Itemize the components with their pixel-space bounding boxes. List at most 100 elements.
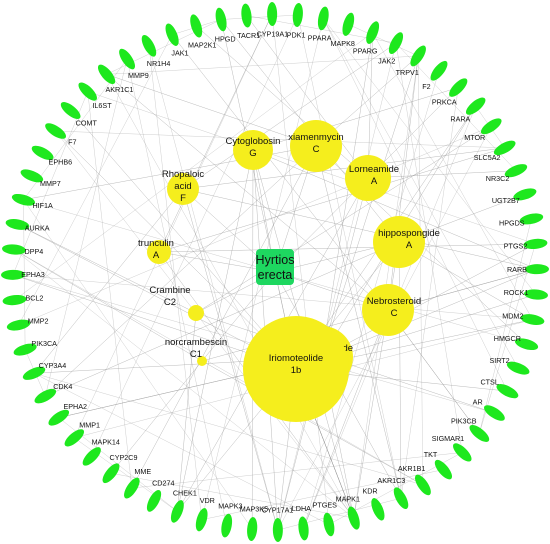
target-node-shape — [514, 338, 539, 351]
target-node-shape — [170, 500, 184, 523]
target-node-shape — [146, 489, 162, 512]
target-node-nr3c2: NR3C2 — [486, 164, 528, 183]
target-node-shape — [97, 64, 116, 85]
target-node-pparg: PPARG — [353, 21, 380, 56]
edge-line — [252, 149, 538, 270]
target-node-mapk1: MAPK1 — [336, 494, 360, 530]
target-node-shape — [190, 14, 203, 38]
edge-line — [45, 59, 128, 397]
compound-label-line: Iriomoteolide — [269, 353, 323, 364]
target-node-shape — [241, 3, 252, 28]
target-node-mapk3: MAPK3 — [218, 501, 243, 538]
target-node-tkt: TKT — [424, 450, 453, 480]
target-label: PRKCA — [432, 97, 457, 106]
target-node-shape — [524, 289, 548, 300]
target-node-shape — [317, 6, 329, 31]
compound-label-line: 1b — [291, 365, 302, 376]
edge-line — [158, 243, 536, 253]
edge-line — [158, 147, 505, 253]
edge-line — [387, 55, 419, 311]
target-label: RARA — [450, 115, 470, 124]
edge-line — [400, 87, 459, 499]
target-node-akr1c1: AKR1C1 — [97, 64, 133, 94]
target-label: PDK1 — [287, 30, 306, 39]
target-node-nr1h4: NR1H4 — [141, 35, 170, 68]
edge-line — [91, 14, 299, 457]
edge-line — [201, 271, 276, 362]
compound-label-line: F — [180, 193, 186, 204]
target-label: MAPK8 — [331, 39, 355, 48]
target-label: CD274 — [152, 479, 174, 488]
target-node-akr1b1: AKR1B1 — [398, 464, 431, 496]
target-label: DPP4 — [25, 247, 44, 256]
target-node-hpgd: HPGD — [215, 7, 236, 44]
edge-line — [323, 18, 519, 369]
target-node-cd274: CD274 — [146, 479, 174, 512]
edge-line — [182, 147, 505, 190]
target-node-dpp4: DPP4 — [2, 244, 44, 256]
target-label: MMP1 — [79, 420, 100, 429]
edge-line — [18, 126, 492, 326]
target-node-shape — [504, 164, 528, 178]
target-label: COMT — [76, 119, 98, 128]
target-node-pik3cb: PIK3CB — [451, 416, 490, 442]
target-node-shape — [342, 12, 355, 36]
edge-line — [177, 312, 197, 512]
edge-line — [106, 74, 389, 311]
target-node-shape — [165, 23, 179, 46]
edge-line — [201, 360, 424, 486]
target-label: AKR1B1 — [398, 464, 426, 473]
edge-line — [131, 452, 463, 489]
target-node-shape — [2, 294, 27, 306]
target-node-ptgs2: PTGS2 — [504, 238, 548, 251]
target-label: CYP2C9 — [110, 453, 138, 462]
compound-label-line: A — [371, 176, 378, 187]
target-label: MMP2 — [28, 316, 49, 325]
target-node-hif1a: HIF1A — [11, 193, 53, 210]
edge-line — [33, 373, 330, 525]
compound-label-line: A — [406, 240, 413, 251]
target-node-cdk4: CDK4 — [34, 382, 72, 404]
edge-line — [55, 130, 354, 519]
edge-line — [171, 34, 389, 311]
circle-node-icon — [197, 356, 207, 366]
target-node-aurka: AURKA — [5, 219, 50, 233]
target-node-il6st: IL6ST — [78, 82, 112, 110]
target-node-shape — [31, 145, 54, 160]
target-label: EPHB6 — [49, 158, 73, 167]
target-node-shape — [430, 60, 448, 81]
target-label: SIRT2 — [489, 356, 509, 365]
edge-line — [367, 32, 373, 179]
target-label: EPHA3 — [21, 270, 45, 279]
edge-line — [303, 309, 389, 529]
target-node-shape — [195, 508, 208, 532]
target-node-shape — [414, 474, 431, 496]
center-label-line-2: erecta — [258, 268, 293, 282]
target-label: MAP3K5 — [240, 505, 268, 514]
target-label: PIK3CB — [451, 416, 477, 425]
circle-node-icon — [147, 240, 171, 264]
target-label: MMP7 — [40, 179, 61, 188]
target-node-mapk14: MAPK14 — [82, 438, 120, 466]
target-label: CTSL — [480, 377, 498, 386]
compound-label-line: C — [313, 144, 320, 155]
edge-line — [13, 249, 354, 519]
target-node-shape — [102, 463, 120, 484]
edge-line — [148, 45, 202, 520]
edge-line — [323, 18, 508, 392]
circle-node-icon — [290, 120, 342, 172]
target-node-shape — [45, 123, 66, 139]
target-label: NR3C2 — [486, 174, 510, 183]
target-label: MAPK1 — [336, 494, 360, 503]
edge-line — [158, 251, 276, 273]
target-label: MTOR — [464, 133, 485, 142]
target-label: HMGCR — [494, 334, 521, 343]
target-label: UGT2B7 — [492, 196, 520, 205]
target-node-shape — [493, 140, 516, 156]
compound-label-line: G — [249, 148, 256, 159]
target-node-shape — [347, 506, 360, 530]
target-node-map2k1: MAP2K1 — [188, 14, 216, 50]
